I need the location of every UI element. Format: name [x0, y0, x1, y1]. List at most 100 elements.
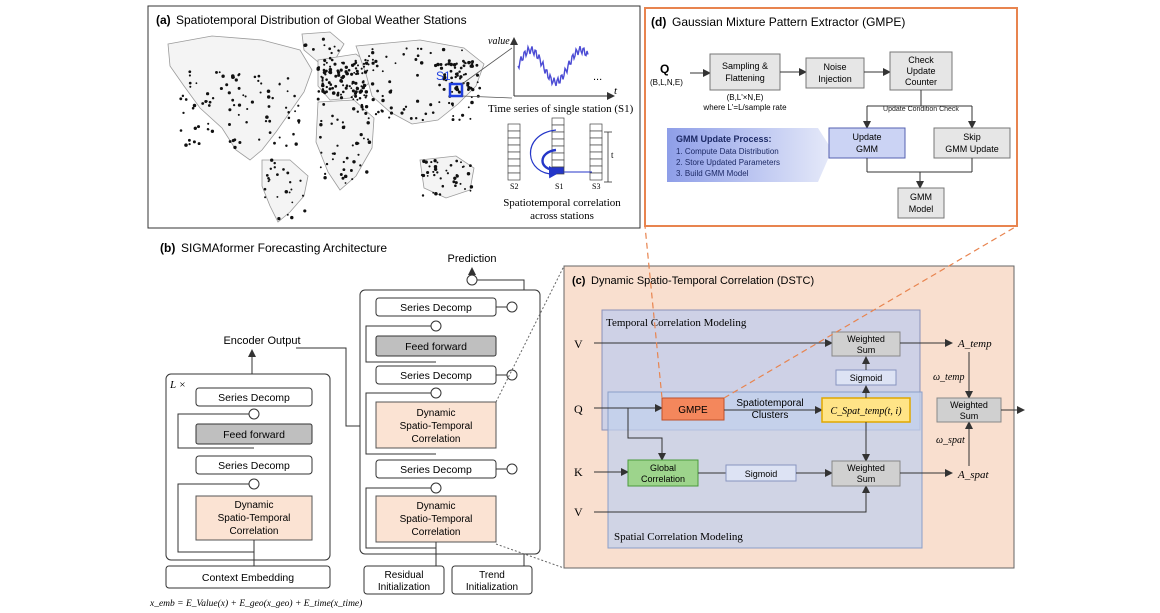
weather-station-dot: [459, 76, 462, 79]
enc-dstc-box: [195, 495, 313, 541]
column-cell: [551, 117, 565, 126]
gmpe-input-q: Q: [660, 62, 669, 76]
weather-station-dot: [333, 62, 337, 66]
weather-station-dot: [389, 111, 394, 115]
weather-station-dot: [388, 80, 392, 84]
weather-station-dot: [362, 65, 366, 68]
weather-station-dot: [336, 118, 339, 121]
panel-d-title: Gaussian Mixture Pattern Extractor (GMPE…: [672, 15, 905, 29]
column-cell: [589, 151, 603, 160]
weather-station-dot: [287, 116, 291, 120]
ws-final-label-1: Weighted: [950, 400, 988, 410]
weather-station-dot: [476, 81, 479, 84]
weather-station-dot: [360, 67, 363, 70]
weather-station-dot: [289, 181, 292, 184]
weather-station-dot: [450, 76, 453, 80]
weather-station-dot: [362, 137, 365, 140]
weather-station-dot: [297, 104, 300, 107]
weather-station-dot: [323, 44, 326, 47]
weather-station-dot: [464, 188, 466, 190]
weather-station-dot: [457, 90, 461, 94]
weather-station-dot: [438, 83, 441, 87]
weather-station-dot: [336, 93, 340, 97]
weather-station-dot: [462, 59, 465, 63]
weather-station-dot: [181, 94, 185, 98]
ws-temp-label-1: Weighted: [847, 334, 885, 344]
weather-station-dot: [267, 105, 271, 108]
weather-station-dot: [439, 66, 444, 70]
enc-dstc-label-1: Dynamic: [235, 500, 274, 511]
weather-station-dot: [225, 83, 229, 87]
zoom-dashed-left: [644, 225, 663, 399]
sampling-label-1: Sampling &: [722, 61, 768, 71]
zoom-dotted-top: [495, 265, 565, 403]
weather-station-dot: [363, 94, 366, 97]
weather-station-dot: [234, 78, 238, 82]
weather-station-dot: [374, 112, 378, 116]
weather-station-dot: [330, 51, 333, 55]
weather-station-dot: [374, 59, 378, 64]
zoom-line-top: [461, 47, 513, 85]
weather-station-dot: [421, 194, 425, 197]
weather-station-dot: [449, 69, 453, 73]
weather-station-dot: [455, 62, 458, 65]
weather-station-dot: [340, 79, 344, 83]
weather-station-dot: [321, 37, 325, 41]
flattened-shape: (B,L'×N,E): [727, 93, 764, 102]
panel-c-tag: (c): [572, 275, 586, 287]
corr-arc-outer: [529, 129, 557, 179]
weather-station-dot: [179, 129, 183, 132]
weather-station-dot: [303, 43, 308, 47]
weather-station-dot: [402, 53, 405, 56]
weather-station-dot: [430, 161, 433, 164]
weather-station-dot: [351, 82, 354, 85]
clusters-label-2: Clusters: [752, 410, 789, 421]
weather-station-dot: [366, 59, 369, 62]
weather-station-dot: [356, 98, 359, 101]
gmpe-box: [661, 397, 725, 421]
weather-station-dot: [471, 87, 475, 92]
prediction-label: Prediction: [448, 253, 497, 265]
weather-station-dot: [244, 95, 247, 98]
weather-station-dot: [237, 113, 240, 116]
column-cell: [507, 130, 521, 139]
weather-station-dot: [469, 64, 474, 68]
weather-station-dot: [454, 181, 458, 185]
weather-station-dot: [344, 65, 348, 69]
column-cell: [589, 123, 603, 132]
enc-dstc-label-3: Correlation: [230, 526, 279, 537]
weather-station-dot: [371, 58, 374, 61]
weather-station-dot: [191, 106, 195, 110]
weather-station-dot: [443, 73, 447, 77]
weather-station-dot: [462, 165, 465, 168]
column-cell: [551, 159, 565, 168]
weather-station-dot: [324, 172, 327, 175]
check-update-counter-box: [889, 51, 953, 91]
t-range-label: t: [611, 150, 614, 160]
panel-a-tag: (a): [156, 13, 171, 27]
panel-a: (a) Spatiotemporal Distribution of Globa…: [147, 5, 641, 229]
weather-station-dot: [367, 63, 370, 66]
weather-station-dot: [337, 49, 340, 52]
weather-station-dot: [323, 58, 327, 63]
dec-add-2: [430, 387, 442, 399]
weather-station-dot: [354, 67, 358, 70]
arrow-v-bottom: [594, 485, 870, 513]
weather-station-dot: [475, 63, 479, 67]
corr-arc-inner: [541, 148, 557, 174]
weather-station-dot: [263, 187, 267, 191]
dec-trend-add-2: [506, 369, 518, 381]
trend-label-2: Initialization: [466, 582, 518, 593]
sampling-flattening-box: [709, 53, 781, 91]
weather-station-dot: [416, 54, 420, 58]
weather-station-dot: [331, 152, 334, 155]
weather-station-dot: [466, 172, 471, 176]
sample-rate-note: where L'=L/sample rate: [702, 103, 787, 112]
weather-station-dot: [319, 123, 323, 127]
weather-station-dot: [321, 89, 325, 93]
weighted-sum-final: [936, 397, 1002, 423]
weather-station-dot: [385, 55, 388, 58]
column-cell: [589, 172, 603, 181]
weather-station-dot: [402, 108, 406, 111]
weather-station-dot: [461, 113, 465, 117]
